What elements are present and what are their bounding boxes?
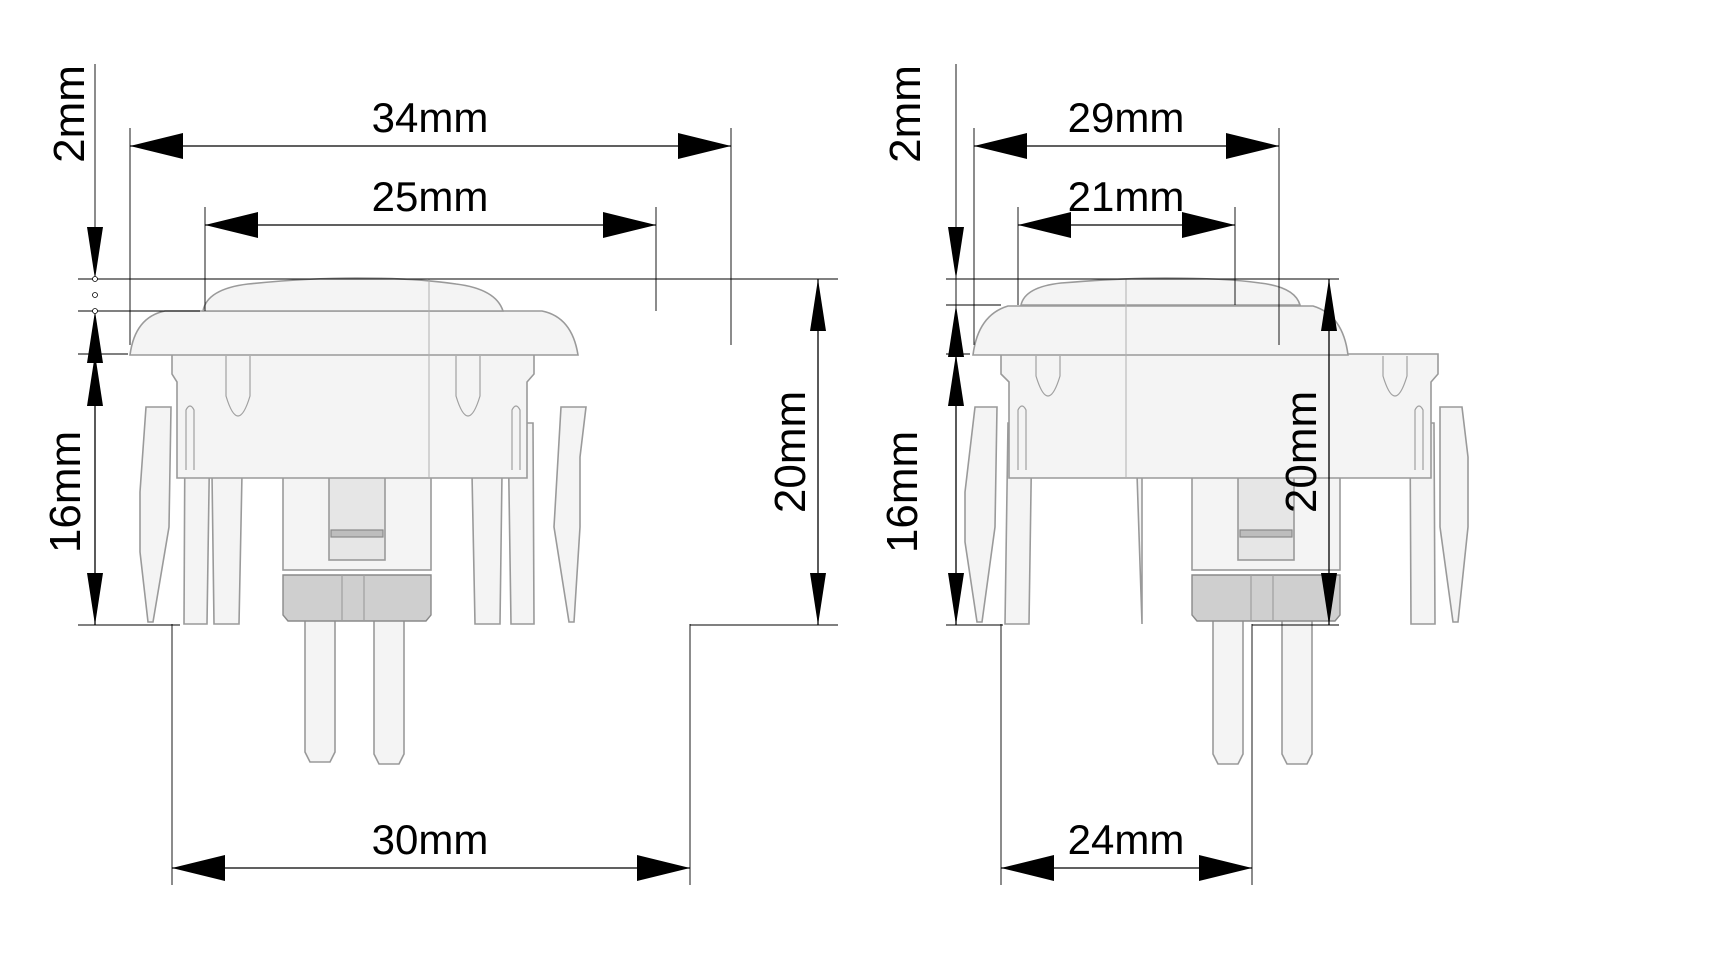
- dim-body-height: 16mm: [878, 354, 964, 625]
- dim-total-height: 20mm: [766, 279, 826, 625]
- dim-body-width: 24mm: [1000, 624, 1253, 885]
- label-bezel-width: 29mm: [1068, 94, 1185, 141]
- dim-plunger-height: 2mm: [881, 64, 964, 357]
- dim-body-width: 30mm: [171, 624, 691, 885]
- label-total-height: 20mm: [1277, 391, 1326, 513]
- dim-bezel-width: 29mm: [973, 94, 1280, 345]
- left-button-body: [129, 277, 587, 765]
- dim-plunger-width: 21mm: [1017, 173, 1236, 305]
- label-body-width: 30mm: [372, 816, 489, 863]
- label-plunger-height: 2mm: [45, 65, 94, 163]
- label-body-width: 24mm: [1068, 816, 1185, 863]
- label-plunger-height: 2mm: [881, 65, 930, 163]
- dim-total-height: 20mm: [1277, 279, 1337, 625]
- label-bezel-width: 34mm: [372, 94, 489, 141]
- right-button-view: 29mm 21mm 24mm: [878, 64, 1469, 885]
- left-button-view: 34mm 25mm 30mm: [41, 64, 838, 885]
- dim-body-height: 16mm: [41, 354, 103, 625]
- label-plunger-width: 25mm: [372, 173, 489, 220]
- right-button-body: [964, 277, 1469, 765]
- label-body-height: 16mm: [878, 431, 927, 553]
- label-plunger-width: 21mm: [1068, 173, 1185, 220]
- dim-plunger-height: 2mm: [45, 64, 103, 363]
- dim-bezel-width: 34mm: [129, 94, 732, 345]
- dim-plunger-width: 25mm: [204, 173, 657, 311]
- label-total-height: 20mm: [766, 391, 815, 513]
- label-body-height: 16mm: [41, 431, 90, 553]
